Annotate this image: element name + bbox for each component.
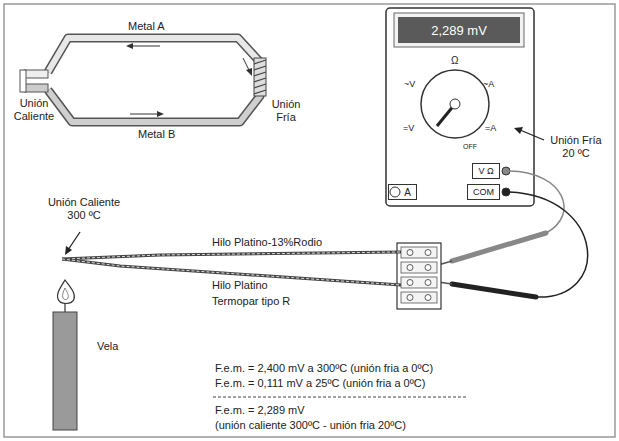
screw — [425, 250, 431, 256]
label-text: Hilo Platino — [212, 279, 268, 292]
metal-a-fill — [48, 38, 260, 80]
metal-a-band — [48, 38, 260, 80]
candle — [53, 312, 77, 430]
label-text: Unión Fría — [264, 98, 308, 124]
screw — [425, 295, 431, 301]
hot-junction-part — [24, 70, 48, 78]
arrow-head — [65, 246, 72, 255]
metal-b-fill — [48, 80, 260, 122]
label-text: F.e.m. = 2,289 mV — [215, 404, 305, 417]
arrow-head — [157, 111, 164, 117]
multimeter-display: 2,289 mV — [398, 17, 520, 43]
leader-line — [520, 130, 544, 140]
jack-symbol — [390, 187, 400, 197]
current-arrow — [130, 46, 160, 47]
multimeter-body — [386, 8, 534, 206]
screw — [407, 280, 413, 286]
display-frame — [394, 13, 524, 47]
twist-hatch — [254, 60, 266, 94]
label-text: Unión Caliente 300 ºC — [46, 196, 122, 222]
current-arrow — [130, 114, 160, 115]
label-text: F.e.m. = 0,111 mV a 25ºC (unión fria a 0… — [215, 377, 425, 390]
metal-b-band — [48, 80, 260, 122]
jack-label: A — [388, 184, 417, 200]
thermocouple-loop — [20, 38, 266, 122]
label-text: =V — [403, 123, 414, 134]
label-text: Unión Fría 20 ºC — [544, 134, 608, 160]
pt-rh-wire-twist — [62, 252, 401, 259]
label-text: Vela — [97, 340, 118, 353]
label-text: (unión caliente 300ºC - unión fria 20ºC) — [215, 419, 406, 432]
probe-black — [452, 284, 536, 297]
terminal — [401, 292, 437, 303]
separator-line — [213, 397, 468, 398]
screw — [407, 265, 413, 271]
wick — [64, 303, 65, 312]
label-text: ~V — [404, 79, 415, 90]
probe-red — [452, 233, 546, 261]
label-text: Metal A — [128, 20, 165, 33]
arrow-head — [126, 43, 133, 49]
terminal — [401, 277, 437, 288]
screw — [407, 250, 413, 256]
label-text: Ω — [451, 55, 458, 67]
pt-rh-wire — [62, 252, 401, 259]
arrow-head — [246, 68, 252, 76]
frame-border — [4, 4, 615, 437]
label-text: Hilo Platino-13%Rodio — [212, 236, 322, 249]
hot-junction-part — [24, 84, 48, 92]
jack-label: COM — [467, 184, 500, 200]
v-jack — [502, 167, 510, 175]
dial-hub — [450, 99, 460, 109]
label-text: F.e.m. = 2,400 mV a 300ºC (unión fria a … — [215, 362, 433, 375]
com-jack — [502, 188, 510, 196]
jack-label: V Ω — [472, 163, 500, 179]
node-text: A — [404, 187, 411, 198]
label-text: Unión Caliente — [4, 97, 64, 123]
selector-dial — [421, 70, 489, 138]
terminal-block — [397, 243, 441, 309]
probe-wire — [509, 171, 564, 233]
arrow-head — [514, 127, 523, 134]
flame-core — [63, 288, 69, 300]
screw — [425, 265, 431, 271]
label-text: =A — [485, 123, 496, 134]
screw — [425, 280, 431, 286]
node-text: 2,289 mV — [431, 23, 487, 38]
label-text: ~A — [483, 79, 494, 90]
leader-line — [68, 232, 80, 250]
multimeter — [386, 8, 534, 206]
node-text: V Ω — [478, 166, 493, 176]
flame — [57, 280, 74, 304]
probe-wire — [509, 192, 588, 297]
label-text: Metal B — [138, 128, 175, 141]
terminal-housing — [397, 243, 441, 309]
hot-junction-tip — [20, 70, 26, 92]
label-text: Termopar tipo R — [212, 295, 290, 308]
node-text: COM — [473, 187, 494, 197]
terminal — [401, 247, 437, 258]
cold-junction-twist — [254, 58, 266, 96]
label-text: OFF — [463, 142, 477, 151]
terminal — [401, 262, 437, 273]
screw — [407, 295, 413, 301]
